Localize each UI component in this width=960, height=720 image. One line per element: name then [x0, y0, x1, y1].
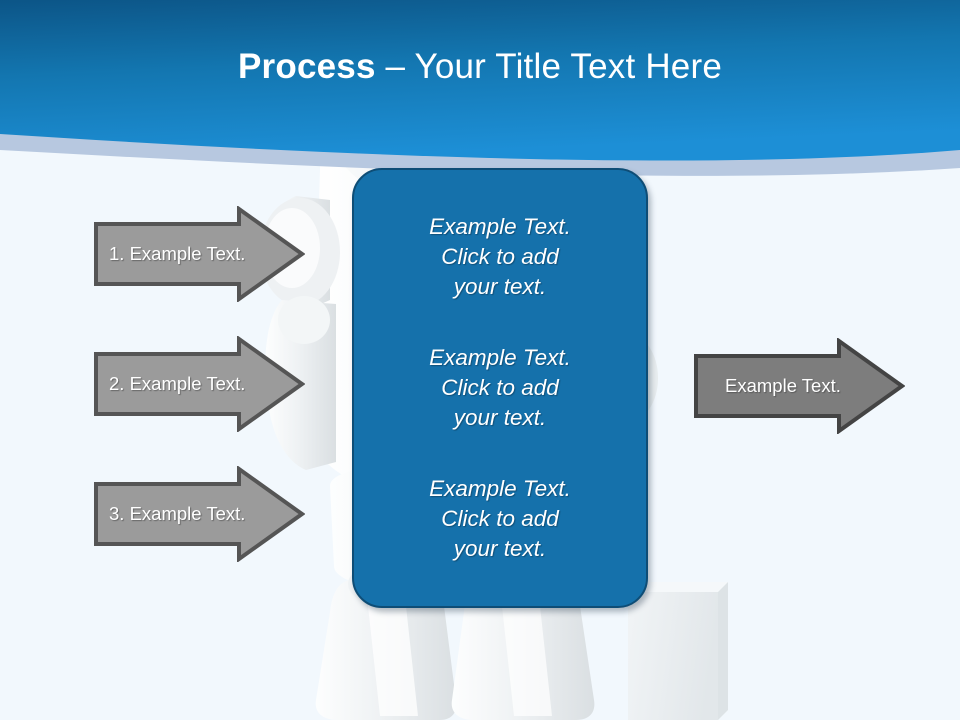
page-title: Process – Your Title Text Here: [0, 47, 960, 87]
panel-block-3-line-1: Example Text.: [429, 475, 571, 501]
input-arrow-1[interactable]: 1. Example Text.: [93, 205, 306, 303]
page-title-bold: Process: [238, 47, 376, 86]
panel-block-1-line-1: Example Text.: [429, 214, 571, 240]
panel-block-3-line-2: Click to add: [441, 505, 559, 531]
input-arrow-2-label: 2. Example Text.: [109, 373, 246, 394]
input-arrow-3[interactable]: 3. Example Text.: [93, 465, 306, 563]
input-arrow-1-label: 1. Example Text.: [109, 243, 246, 264]
page-title-rest: – Your Title Text Here: [375, 47, 722, 86]
output-arrow-label: Example Text.: [725, 375, 841, 396]
arrow-right-icon: [94, 205, 306, 303]
panel-block-1-line-2: Click to add: [441, 244, 559, 270]
arrow-right-icon: [94, 465, 306, 563]
input-arrow-3-label: 3. Example Text.: [109, 503, 246, 524]
panel-block-1-line-3: your text.: [453, 274, 547, 300]
panel-block-2-line-3: your text.: [453, 404, 547, 430]
panel-text-block-3[interactable]: Example Text. Click to add your text.: [370, 474, 630, 564]
panel-block-3-line-3: your text.: [453, 535, 547, 561]
panel-text-block-2[interactable]: Example Text. Click to add your text.: [370, 343, 630, 433]
panel-text-block-1[interactable]: Example Text. Click to add your text.: [370, 212, 630, 302]
output-arrow[interactable]: Example Text.: [693, 337, 906, 435]
panel-block-2-line-1: Example Text.: [429, 345, 571, 371]
arrow-right-icon: [94, 335, 306, 433]
input-arrow-2[interactable]: 2. Example Text.: [93, 335, 306, 433]
process-panel[interactable]: Example Text. Click to add your text. Ex…: [352, 168, 648, 608]
arrow-right-icon: [694, 337, 906, 435]
panel-block-2-line-2: Click to add: [441, 375, 559, 401]
